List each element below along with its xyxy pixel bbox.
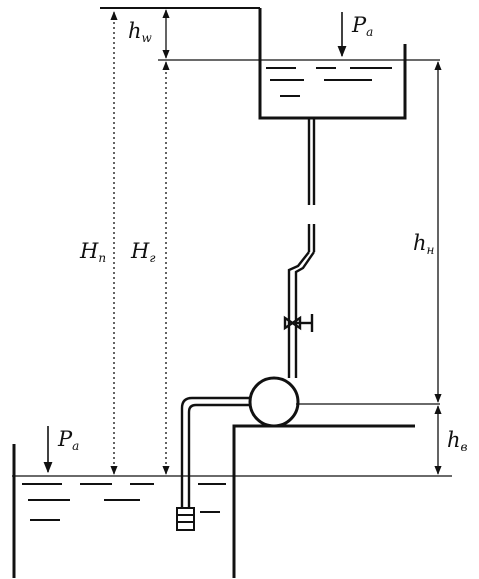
label-h-n: hн [413, 231, 435, 257]
pump-icon [248, 376, 300, 428]
pump-platform [232, 424, 415, 578]
label-h-v: hв [447, 428, 468, 454]
valve-icon [283, 314, 314, 332]
suction-pipe [180, 396, 250, 508]
upper-tank-water-marks [266, 67, 392, 97]
label-H-g: Hг [130, 239, 155, 265]
discharge-pipe [287, 118, 316, 378]
suction-strainer-icon [176, 507, 195, 531]
upper-tank [100, 7, 440, 120]
label-h-w: hw [128, 19, 153, 45]
lower-reservoir-water-marks [22, 483, 226, 521]
label-H-p: Hп [79, 239, 106, 265]
label-pa-bottom: Pa [57, 427, 79, 453]
lower-reservoir [12, 444, 452, 578]
label-pa-top: Pa [351, 13, 373, 39]
